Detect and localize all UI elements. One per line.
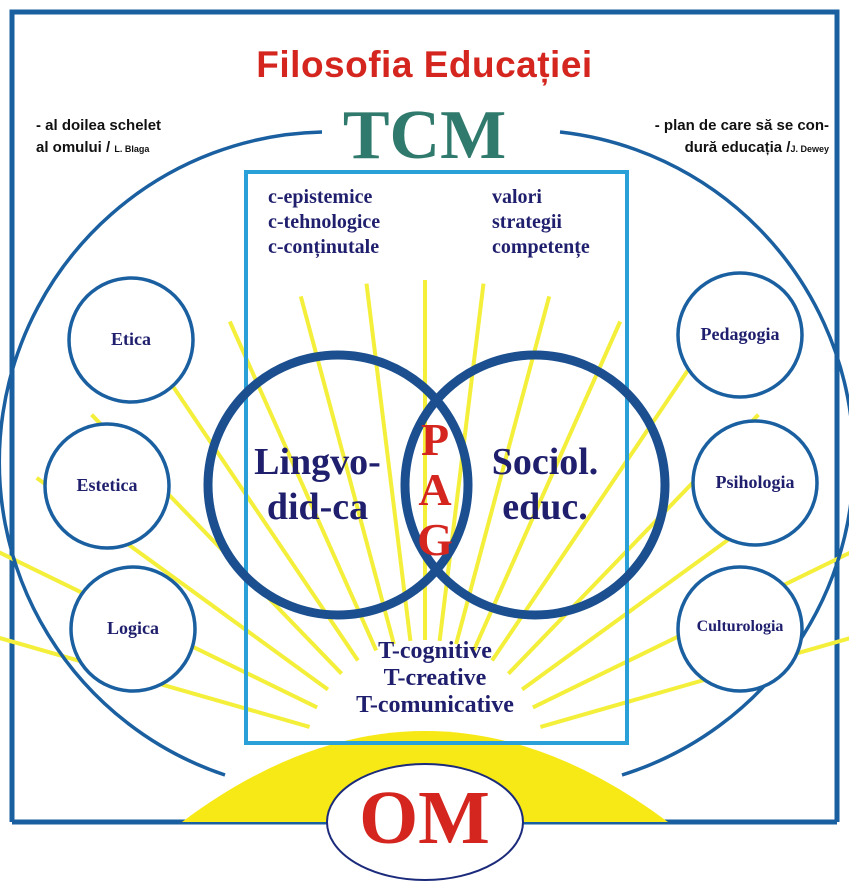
intersection-letter: P (420, 414, 450, 465)
list-item: c-conținutale (268, 236, 380, 258)
quote-blaga-text: - al doilea schelet al omului / (36, 117, 162, 156)
discipline-circle-psihologia (691, 419, 819, 547)
outer-arc (0, 130, 323, 777)
intersection-letter: A (418, 464, 452, 515)
list-item: T-cognitive (378, 638, 492, 664)
intersection-letter: G (417, 514, 453, 565)
discipline-circle-pedagogia (676, 271, 804, 399)
list-item: c-epistemice (268, 186, 373, 208)
quote-dewey-source: J. Dewey (790, 144, 829, 154)
venn-circle-right (400, 350, 670, 620)
competence-list: c-epistemice c-tehnologice c-conținutale (268, 185, 380, 260)
list-item: c-tehnologice (268, 211, 381, 233)
list-item: T-comunicative (356, 692, 514, 718)
outer-frame (9, 9, 840, 822)
list-item: competențe (492, 236, 590, 258)
discipline-label-pedagogia: Pedagogia (700, 324, 780, 344)
sun-ray (471, 320, 623, 652)
venn-intersection-letters: P A G (410, 415, 460, 565)
om-ellipse (326, 763, 524, 881)
list-item: valori (492, 186, 542, 208)
venn-label-left: Lingvo- did-ca (254, 441, 381, 528)
discipline-circle-etica (67, 276, 195, 404)
page-title: Filosofia Educației (256, 44, 593, 85)
central-panel (244, 170, 629, 745)
quote-dewey: - plan de care să se con- dură educația … (655, 115, 829, 160)
sun-ray (364, 283, 413, 642)
discipline-label-logica: Logica (107, 618, 159, 638)
list-item: T-creative (383, 665, 487, 691)
discipline-label-estetica: Estetica (76, 475, 138, 495)
venn-label-right: Sociol. educ. (491, 441, 599, 528)
discipline-label-culturologia: Culturologia (696, 618, 784, 635)
list-item: strategii (492, 211, 562, 233)
sun-ray (227, 320, 379, 652)
discipline-circle-logica (69, 565, 197, 693)
quote-blaga: - al doilea schelet al omului / L. Blaga (36, 115, 161, 160)
values-list: valori strategii competențe (492, 185, 590, 260)
quote-blaga-source: L. Blaga (114, 144, 150, 154)
discipline-circle-culturologia (676, 565, 804, 693)
discipline-label-psihologia: Psihologia (715, 472, 795, 492)
discipline-circle-estetica (43, 422, 171, 550)
venn-circle-left (203, 350, 473, 620)
tcm-heading: TCM (342, 97, 507, 174)
quote-dewey-text: - plan de care să se con- dură educația … (654, 117, 829, 156)
thinking-types-list: T-cognitive T-creative T-comunicative (243, 638, 627, 719)
discipline-label-etica: Etica (111, 329, 151, 349)
om-label: OM (359, 776, 490, 860)
outer-arc-right (559, 130, 849, 777)
